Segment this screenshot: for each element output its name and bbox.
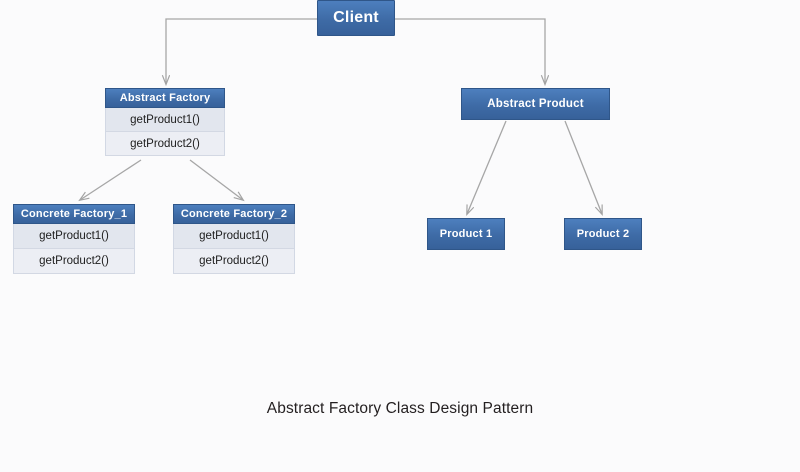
node-abstract-factory-method-2: getProduct2() xyxy=(105,132,225,156)
edge-client-to-abstract-product xyxy=(395,18,545,84)
node-client[interactable]: Client xyxy=(317,0,395,36)
node-client-title: Client xyxy=(317,0,395,36)
node-abstract-product-title: Abstract Product xyxy=(461,88,610,120)
node-concrete-factory-1[interactable]: Concrete Factory_1 getProduct1() getProd… xyxy=(13,204,135,274)
edge-abstract-product-to-product-1 xyxy=(467,120,507,214)
node-concrete-factory-1-method-2: getProduct2() xyxy=(13,249,135,274)
node-concrete-factory-2-title: Concrete Factory_2 xyxy=(173,204,295,224)
node-abstract-factory[interactable]: Abstract Factory getProduct1() getProduc… xyxy=(105,88,225,156)
node-concrete-factory-1-method-1: getProduct1() xyxy=(13,224,135,249)
node-abstract-factory-title: Abstract Factory xyxy=(105,88,225,108)
node-concrete-factory-1-title: Concrete Factory_1 xyxy=(13,204,135,224)
diagram-caption: Abstract Factory Class Design Pattern xyxy=(266,400,534,417)
node-product-1[interactable]: Product 1 xyxy=(427,218,505,250)
node-product-2-title: Product 2 xyxy=(564,218,642,250)
node-abstract-factory-method-1: getProduct1() xyxy=(105,108,225,132)
node-product-2[interactable]: Product 2 xyxy=(564,218,642,250)
node-concrete-factory-2-method-2: getProduct2() xyxy=(173,249,295,274)
edge-client-to-abstract-factory xyxy=(166,18,317,84)
node-concrete-factory-2[interactable]: Concrete Factory_2 getProduct1() getProd… xyxy=(173,204,295,274)
node-abstract-product[interactable]: Abstract Product xyxy=(461,88,610,120)
node-product-1-title: Product 1 xyxy=(427,218,505,250)
edge-abstract-product-to-product-2 xyxy=(564,120,602,214)
node-concrete-factory-2-method-1: getProduct1() xyxy=(173,224,295,249)
edge-abstract-factory-to-concrete-factory-2 xyxy=(189,159,243,200)
edge-abstract-factory-to-concrete-factory-1 xyxy=(80,159,142,200)
